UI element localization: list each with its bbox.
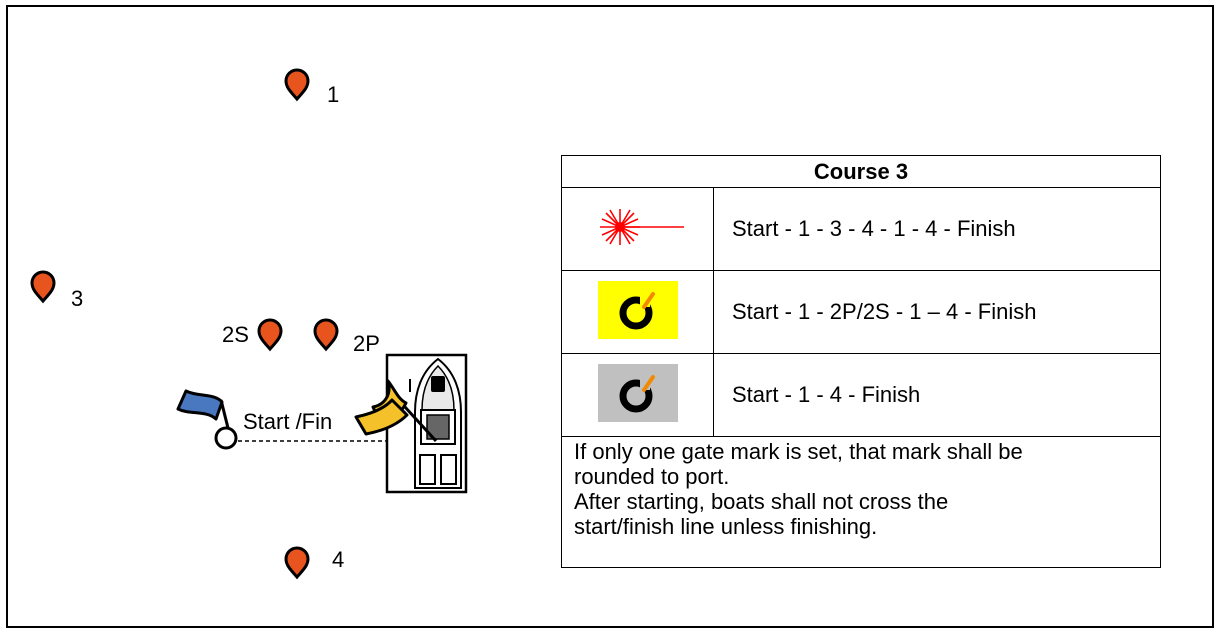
route-text: Start - 1 - 3 - 4 - 1 - 4 - Finish [713, 187, 1161, 271]
icon-cell [561, 187, 714, 271]
mark-1-label: 1 [327, 82, 340, 107]
diagram-frame [6, 5, 1214, 628]
grey-o-logo-icon [597, 363, 678, 422]
note-line: start/finish line unless finishing. [574, 514, 878, 539]
route-text: Start - 1 - 2P/2S - 1 – 4 - Finish [713, 270, 1161, 354]
mark-4-buoy-icon [284, 546, 310, 579]
table-title: Course 3 [561, 155, 1161, 188]
table-header-row: Course 3 [561, 155, 1161, 188]
course-table: Course 3 Start - 1 - 3 - 4 - 1 - 4 - Fin [561, 155, 1161, 568]
mark-1-buoy-icon [284, 68, 310, 101]
table-row: Start - 1 - 3 - 4 - 1 - 4 - Finish [561, 187, 1161, 271]
table-row: Start - 1 - 4 - Finish [561, 353, 1161, 437]
icon-cell [561, 353, 714, 437]
mark-3-label: 3 [71, 286, 84, 311]
pin-end-mark [214, 399, 238, 450]
blue-flag-icon [176, 389, 224, 421]
note-line: After starting, boats shall not cross th… [574, 489, 949, 514]
boat-flag-pole [403, 405, 438, 443]
mark-3-buoy-icon [30, 270, 56, 303]
mark-2p-buoy-icon [313, 318, 339, 351]
note-line: If only one gate mark is set, that mark … [574, 439, 1023, 464]
laser-burst-icon [599, 208, 684, 245]
committee-boat-icon [385, 353, 468, 494]
notes-cell: If only one gate mark is set, that mark … [561, 436, 1161, 568]
mark-2p-label: 2P [353, 331, 380, 356]
route-text: Start - 1 - 4 - Finish [713, 353, 1161, 437]
note-line: rounded to port. [574, 464, 730, 489]
icon-cell [561, 270, 714, 354]
mark-4-label: 4 [332, 547, 345, 572]
mark-2s-buoy-icon [257, 318, 283, 351]
yellow-o-logo-icon [597, 280, 678, 339]
table-row: Start - 1 - 2P/2S - 1 – 4 - Finish [561, 270, 1161, 354]
start-line-label: Start /Fin [243, 409, 333, 434]
mark-2s-label: 2S [222, 322, 249, 347]
table-notes-row: If only one gate mark is set, that mark … [561, 436, 1161, 568]
yellow-flag-icon-2 [354, 398, 409, 436]
